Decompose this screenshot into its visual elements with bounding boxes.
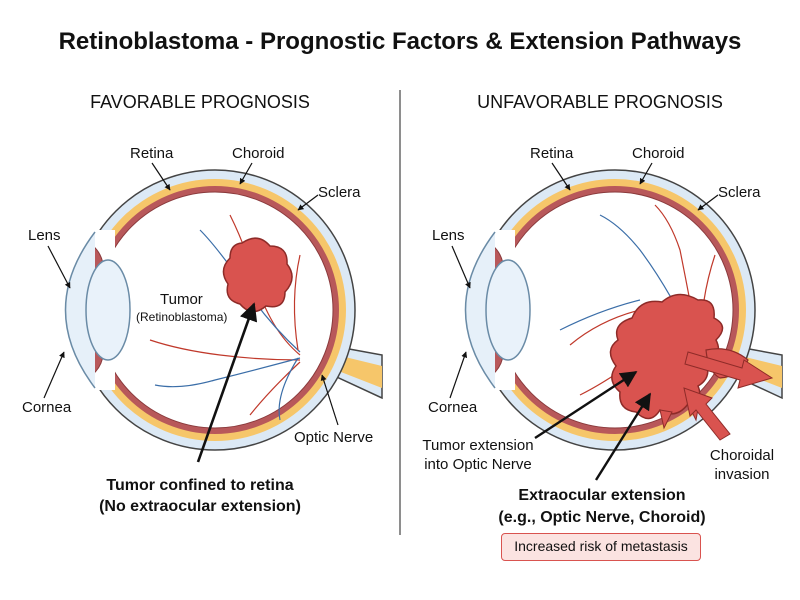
leader-retina bbox=[151, 162, 171, 191]
leader-retina-2 bbox=[551, 162, 571, 191]
label-choroidal-line1: Choroidal bbox=[710, 447, 774, 464]
cornea-shape-2 bbox=[464, 231, 496, 389]
label-choroidal-line2: invasion bbox=[714, 466, 769, 483]
label-sclera-2: Sclera bbox=[718, 184, 761, 201]
leader-lens bbox=[47, 245, 71, 289]
leader-sclera-2 bbox=[697, 194, 719, 211]
lens-shape-2 bbox=[485, 259, 531, 361]
label-lens-2: Lens bbox=[432, 227, 465, 244]
label-tumor-sub: (Retinoblastoma) bbox=[136, 310, 227, 324]
cornea-shape bbox=[64, 231, 96, 389]
label-choroid: Choroid bbox=[232, 145, 285, 162]
leader-cornea-2 bbox=[449, 351, 468, 399]
leader-lens-2 bbox=[451, 245, 471, 289]
label-choroid-2: Choroid bbox=[632, 145, 685, 162]
label-cornea-2: Cornea bbox=[428, 399, 478, 416]
label-retina-2: Retina bbox=[530, 145, 574, 162]
favorable-eye bbox=[60, 169, 383, 451]
label-tumor: Tumor bbox=[160, 291, 203, 308]
page-title: Retinoblastoma - Prognostic Factors & Ex… bbox=[58, 28, 742, 55]
caption-favorable-line1: Tumor confined to retina bbox=[106, 477, 293, 494]
leader-choroid-2 bbox=[639, 162, 653, 185]
leader-cornea bbox=[43, 351, 65, 399]
unfavorable-eye bbox=[460, 169, 783, 451]
label-optic-nerve: Optic Nerve bbox=[294, 429, 373, 446]
leader-sclera bbox=[297, 194, 319, 211]
label-optic-ext-line2: into Optic Nerve bbox=[424, 456, 532, 473]
label-optic-ext-line1: Tumor extension bbox=[422, 437, 533, 454]
arrow-optic-extension bbox=[534, 370, 638, 440]
label-sclera: Sclera bbox=[318, 184, 361, 201]
arrow-tumor-confined bbox=[196, 302, 258, 463]
label-lens: Lens bbox=[28, 227, 61, 244]
lens-shape bbox=[85, 259, 131, 361]
tumor-shape bbox=[222, 237, 293, 313]
caption-unfavorable-line2: (e.g., Optic Nerve, Choroid) bbox=[498, 509, 705, 526]
arrow-optic-invasion bbox=[684, 351, 774, 389]
metastasis-risk-badge: Increased risk of metastasis bbox=[501, 533, 701, 561]
label-retina: Retina bbox=[130, 145, 174, 162]
leader-choroid bbox=[239, 162, 253, 185]
favorable-heading: FAVORABLE PROGNOSIS bbox=[90, 92, 310, 112]
label-cornea: Cornea bbox=[22, 399, 72, 416]
unfavorable-heading: UNFAVORABLE PROGNOSIS bbox=[477, 92, 723, 112]
leader-optic-nerve bbox=[320, 374, 339, 426]
arrow-extraocular bbox=[594, 392, 652, 481]
tumor-choroid-spike-1 bbox=[659, 409, 673, 430]
arrow-choroidal-invasion bbox=[683, 387, 731, 441]
caption-favorable-line2: (No extraocular extension) bbox=[99, 498, 301, 515]
caption-unfavorable-line1: Extraocular extension bbox=[518, 487, 685, 504]
